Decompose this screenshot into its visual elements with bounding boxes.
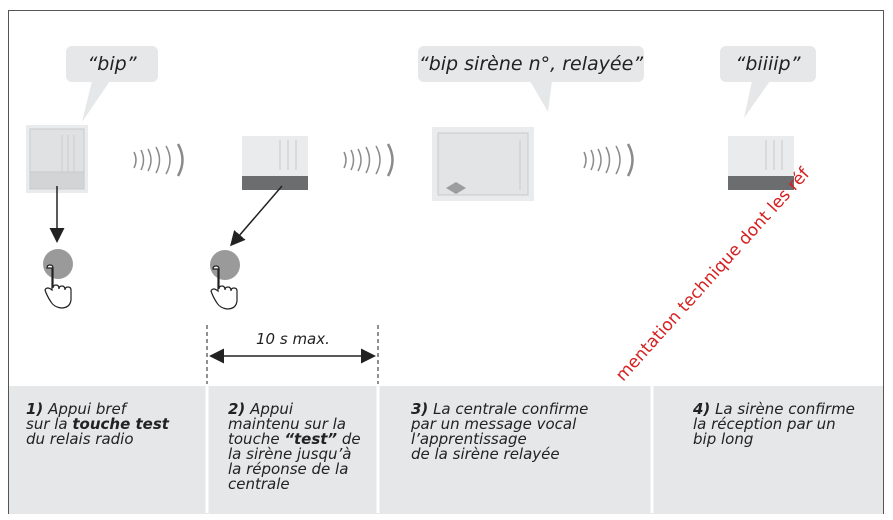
step-2-line-3b: de xyxy=(337,430,361,448)
step-3-line-4: de la sirène relayée xyxy=(411,445,560,463)
step-1-number: 1) xyxy=(26,400,44,418)
control-panel-detail xyxy=(437,132,529,196)
finger-icon-2 xyxy=(210,265,238,310)
speech-text-confirmation: “bip sirène n°, relayée” xyxy=(418,53,644,75)
radio-wave-icon-2 xyxy=(343,143,394,177)
siren-device-2-detail xyxy=(728,140,794,190)
step-3-text: 3) La centrale confirme par un message v… xyxy=(411,402,641,462)
step-1-line-3: du relais radio xyxy=(26,430,134,448)
speech-text-bip: “bip” xyxy=(87,53,137,75)
radio-wave-icon-1 xyxy=(133,143,184,177)
relay-device-detail xyxy=(29,128,85,190)
speech-bubble-confirmation: “bip sirène n°, relayée” xyxy=(418,46,644,82)
step-2-line-5: la réponse de la xyxy=(228,460,349,478)
step-2-number: 2) xyxy=(228,400,246,418)
speech-bubble-biiiip: “biiiip” xyxy=(720,46,816,82)
step-2-line-2: maintenu sur la xyxy=(228,415,346,433)
timing-label: 10 s max. xyxy=(256,330,330,348)
step-4-line-3: bip long xyxy=(693,430,754,448)
step-2-line-3a: touche xyxy=(228,430,285,448)
steps-band xyxy=(9,386,883,514)
bubble-tail-biiiip xyxy=(744,81,770,118)
step-1-line-1: Appui bref xyxy=(48,400,127,418)
step-4-line-1: La sirène confirme xyxy=(715,400,855,418)
diagram-frame xyxy=(8,10,884,514)
arrow-to-button-2 xyxy=(230,185,283,247)
step-4-line-2: la réception par un xyxy=(693,415,836,433)
step-3-line-1: La centrale confirme xyxy=(433,400,589,418)
step-1-bold: touche test xyxy=(72,415,169,433)
speech-text-biiiip: “biiiip” xyxy=(735,53,801,75)
step-3-number: 3) xyxy=(411,400,429,418)
radio-wave-icon-3 xyxy=(583,143,634,177)
finger-icon-1 xyxy=(44,264,72,309)
step-2-line-1: Appui xyxy=(250,400,294,418)
step-1-line-2: sur la xyxy=(26,415,73,433)
step-4-number: 4) xyxy=(693,400,711,418)
test-button-relay xyxy=(43,249,73,279)
speech-bubble-bip: “bip” xyxy=(66,46,158,82)
step-3-line-3: l’apprentissage xyxy=(411,430,527,448)
step-2-line-6: centrale xyxy=(228,475,290,493)
siren-device-1-detail xyxy=(242,140,308,190)
step-4-text: 4) La sirène confirme la réception par u… xyxy=(693,402,878,447)
step-2-line-4: la sirène jusqu’à xyxy=(228,445,352,463)
test-button-siren xyxy=(210,250,240,280)
step-3-line-2: par un message vocal xyxy=(411,415,577,433)
bubble-tail-confirmation xyxy=(530,81,552,112)
step-1-text: 1) Appui bref sur la touche test du rela… xyxy=(26,402,196,447)
bubble-tail-bip xyxy=(82,81,110,122)
step-2-bold: “test” xyxy=(284,430,338,448)
step-2-text: 2) Appui maintenu sur la touche “test” d… xyxy=(228,402,373,492)
